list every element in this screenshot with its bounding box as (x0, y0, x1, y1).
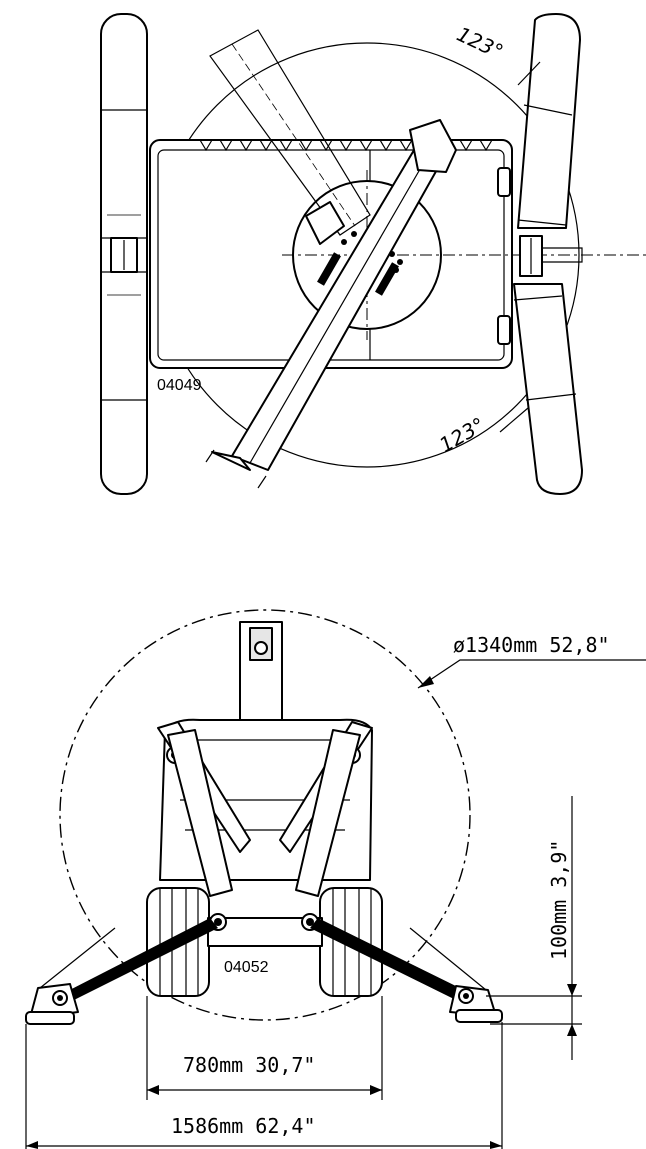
fastener-dots (317, 231, 403, 296)
angle-label-top: 123° (453, 22, 507, 64)
boom-column (239, 621, 283, 721)
boom-arm (205, 119, 457, 489)
right-track (513, 13, 583, 495)
track-width-label: 780mm 30,7" (183, 1053, 315, 1077)
diameter-label: ø1340mm 52,8" (453, 633, 610, 657)
height-dimension-label: 100mm 3,9" (547, 840, 571, 960)
outrigger-arm-right (279, 721, 503, 1023)
drawing-id-top: 04049 (157, 377, 202, 394)
ghost-boom (209, 29, 371, 245)
left-track (100, 13, 148, 495)
swing-diameter-circle (59, 609, 471, 1021)
drawing-id-front: 04052 (224, 959, 269, 976)
outrigger-width-label: 1586mm 62,4" (171, 1114, 316, 1138)
angle-label-bottom: 123° (435, 412, 489, 457)
front-view: ø1340mm 52,8" 100mm 3,9" 780mm 30,7" 158… (25, 609, 646, 1149)
outrigger-arm-left (25, 721, 251, 1025)
top-view: 123° 123° 04049 (100, 13, 646, 495)
